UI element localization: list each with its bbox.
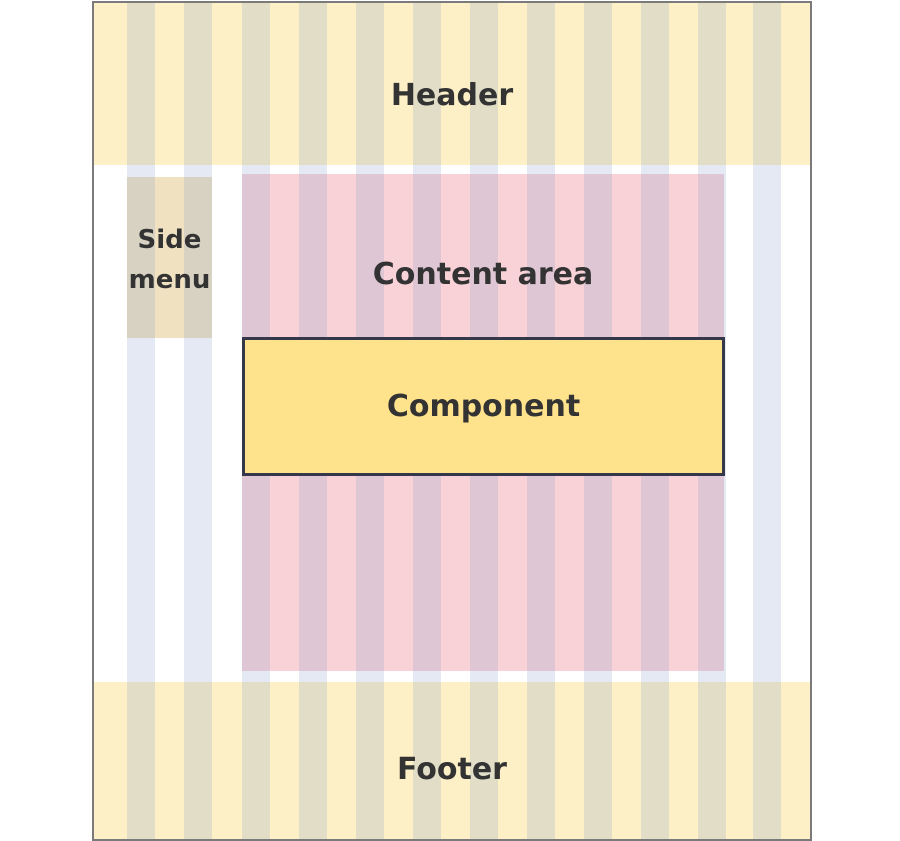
component-box: Component xyxy=(242,337,725,476)
layout-grid-frame: Component Header Content area Side menu … xyxy=(92,1,812,841)
side-menu-region xyxy=(127,177,212,338)
content-area-label: Content area xyxy=(372,257,594,292)
footer-region xyxy=(94,682,810,839)
component-label: Component xyxy=(386,389,581,424)
header-label: Header xyxy=(390,78,514,113)
header-region xyxy=(94,3,810,165)
side-menu-label: Side menu xyxy=(128,225,211,295)
footer-label: Footer xyxy=(397,752,507,787)
